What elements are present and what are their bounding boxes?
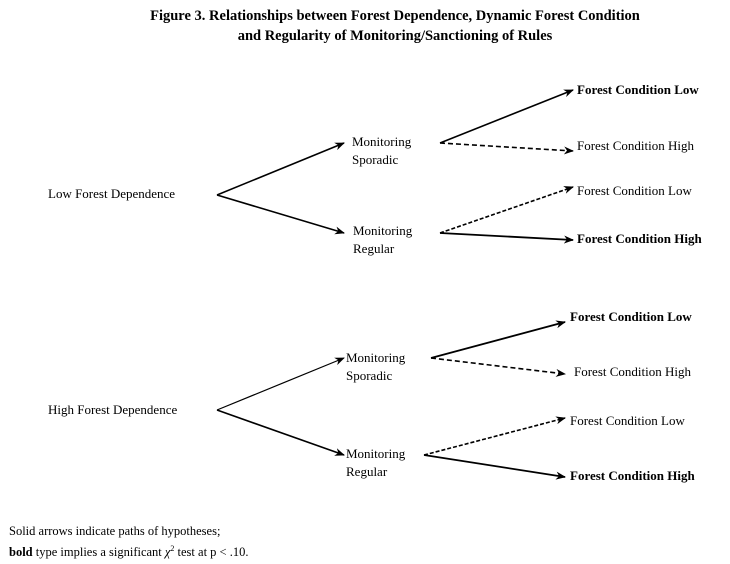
- monitoring-regular-label-line1: Monitoring: [353, 223, 413, 238]
- footnote-text-post: test at p < .10.: [174, 545, 249, 560]
- arrow-low-regular-to-fc-low: [439, 186, 574, 234]
- outcome-forest-condition-low: Forest Condition Low: [570, 413, 685, 428]
- monitoring-regular-label-line2: Regular: [353, 241, 395, 256]
- arrow-low-dep-to-regular: [216, 194, 345, 235]
- arrow-low-dep-to-sporadic: [216, 142, 345, 196]
- arrow-low-sporadic-to-fc-low: [439, 89, 574, 144]
- figure-title-line1: Figure 3. Relationships between Forest D…: [150, 8, 640, 24]
- outcome-forest-condition-high: Forest Condition High: [577, 231, 702, 246]
- monitoring-sporadic-label-line2: Sporadic: [346, 368, 393, 383]
- footnote-bold-word: bold: [9, 545, 33, 560]
- arrow-high-dep-to-regular: [216, 409, 345, 456]
- figure-title-line2: and Regularity of Monitoring/Sanctioning…: [237, 28, 553, 44]
- outcome-forest-condition-high: Forest Condition High: [577, 138, 695, 153]
- arrow-high-regular-to-fc-low: [423, 416, 566, 456]
- root-low-forest-dependence: Low Forest Dependence: [48, 186, 176, 201]
- root-high-forest-dependence: High Forest Dependence: [48, 402, 178, 417]
- arrow-high-dep-to-sporadic: [216, 357, 345, 411]
- arrow-high-sporadic-to-fc-low: [430, 320, 566, 359]
- footnote-text-pre: type implies a significant: [32, 545, 165, 560]
- outcome-forest-condition-high: Forest Condition High: [574, 364, 692, 379]
- outcome-forest-condition-low: Forest Condition Low: [570, 309, 692, 324]
- footnote-line1: Solid arrows indicate paths of hypothese…: [9, 524, 221, 538]
- monitoring-regular-label-line1: Monitoring: [346, 446, 406, 461]
- monitoring-sporadic-label-line1: Monitoring: [346, 350, 406, 365]
- outcome-forest-condition-low: Forest Condition Low: [577, 183, 692, 198]
- monitoring-regular-label-line2: Regular: [346, 464, 388, 479]
- arrow-high-regular-to-fc-high: [423, 454, 566, 480]
- chi-symbol: χ: [164, 545, 171, 560]
- monitoring-sporadic-label-line2: Sporadic: [352, 152, 399, 167]
- arrow-low-regular-to-fc-high: [439, 232, 574, 244]
- arrow-high-sporadic-to-fc-high: [430, 357, 566, 377]
- outcome-forest-condition-low: Forest Condition Low: [577, 82, 699, 97]
- chi-superscript: 2: [170, 544, 175, 553]
- outcome-forest-condition-high: Forest Condition High: [570, 468, 695, 483]
- arrow-low-sporadic-to-fc-high: [439, 142, 574, 155]
- footnote-line2: bold type implies a significant χ2 test …: [9, 540, 248, 561]
- monitoring-sporadic-label-line1: Monitoring: [352, 134, 412, 149]
